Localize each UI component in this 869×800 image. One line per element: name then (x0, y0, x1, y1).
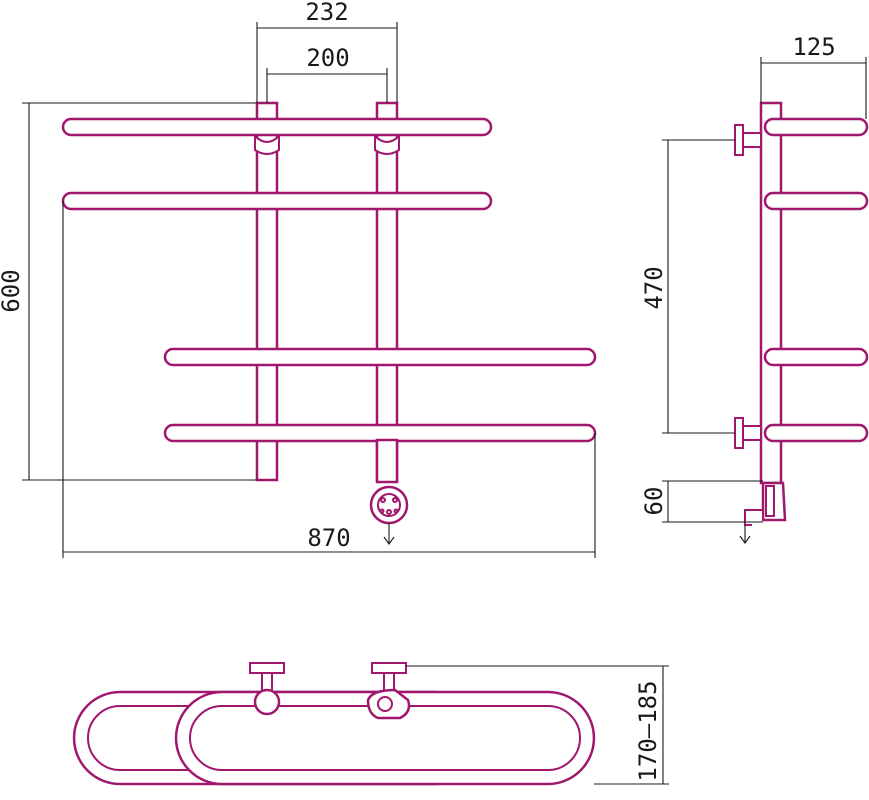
side-bar-1 (763, 117, 869, 137)
bar-1 (61, 117, 493, 137)
right-vertical-post (375, 101, 399, 482)
left-upper-mount (254, 133, 280, 155)
plan-view (72, 662, 596, 786)
dim-170-185: 170–185 (406, 665, 669, 785)
plan-left-mount (249, 662, 285, 716)
heater-front (369, 438, 409, 545)
left-vertical-post (255, 101, 279, 482)
bar-4 (163, 423, 597, 443)
dim-200-label: 200 (306, 44, 349, 72)
dim-200: 200 (266, 44, 388, 103)
dim-125: 125 (760, 33, 867, 119)
dim-870-label: 870 (307, 524, 350, 552)
dim-232-label: 232 (305, 0, 348, 26)
bar-3 (163, 347, 597, 367)
side-lower-bracket (734, 417, 762, 449)
dim-600: 600 (0, 102, 257, 481)
heater-side (739, 481, 787, 544)
dim-60: 60 (640, 480, 763, 523)
plan-right-mount (366, 662, 411, 720)
dim-470-label: 470 (640, 266, 668, 309)
front-view (61, 101, 597, 545)
dim-125-label: 125 (792, 33, 835, 61)
side-view (734, 101, 869, 544)
dim-870: 870 (62, 201, 596, 558)
dim-600-label: 600 (0, 269, 25, 312)
dim-170-185-label: 170–185 (634, 680, 662, 781)
dim-470: 470 (640, 139, 735, 434)
side-bar-2 (763, 191, 869, 211)
right-upper-mount (374, 133, 400, 155)
side-upper-bracket (734, 124, 762, 156)
dim-60-label: 60 (640, 487, 668, 516)
dim-232: 232 (256, 0, 398, 103)
bar-2 (61, 191, 493, 211)
side-bar-3 (763, 347, 869, 367)
side-bar-4 (763, 423, 869, 443)
plan-loop-right-inner (189, 705, 581, 771)
